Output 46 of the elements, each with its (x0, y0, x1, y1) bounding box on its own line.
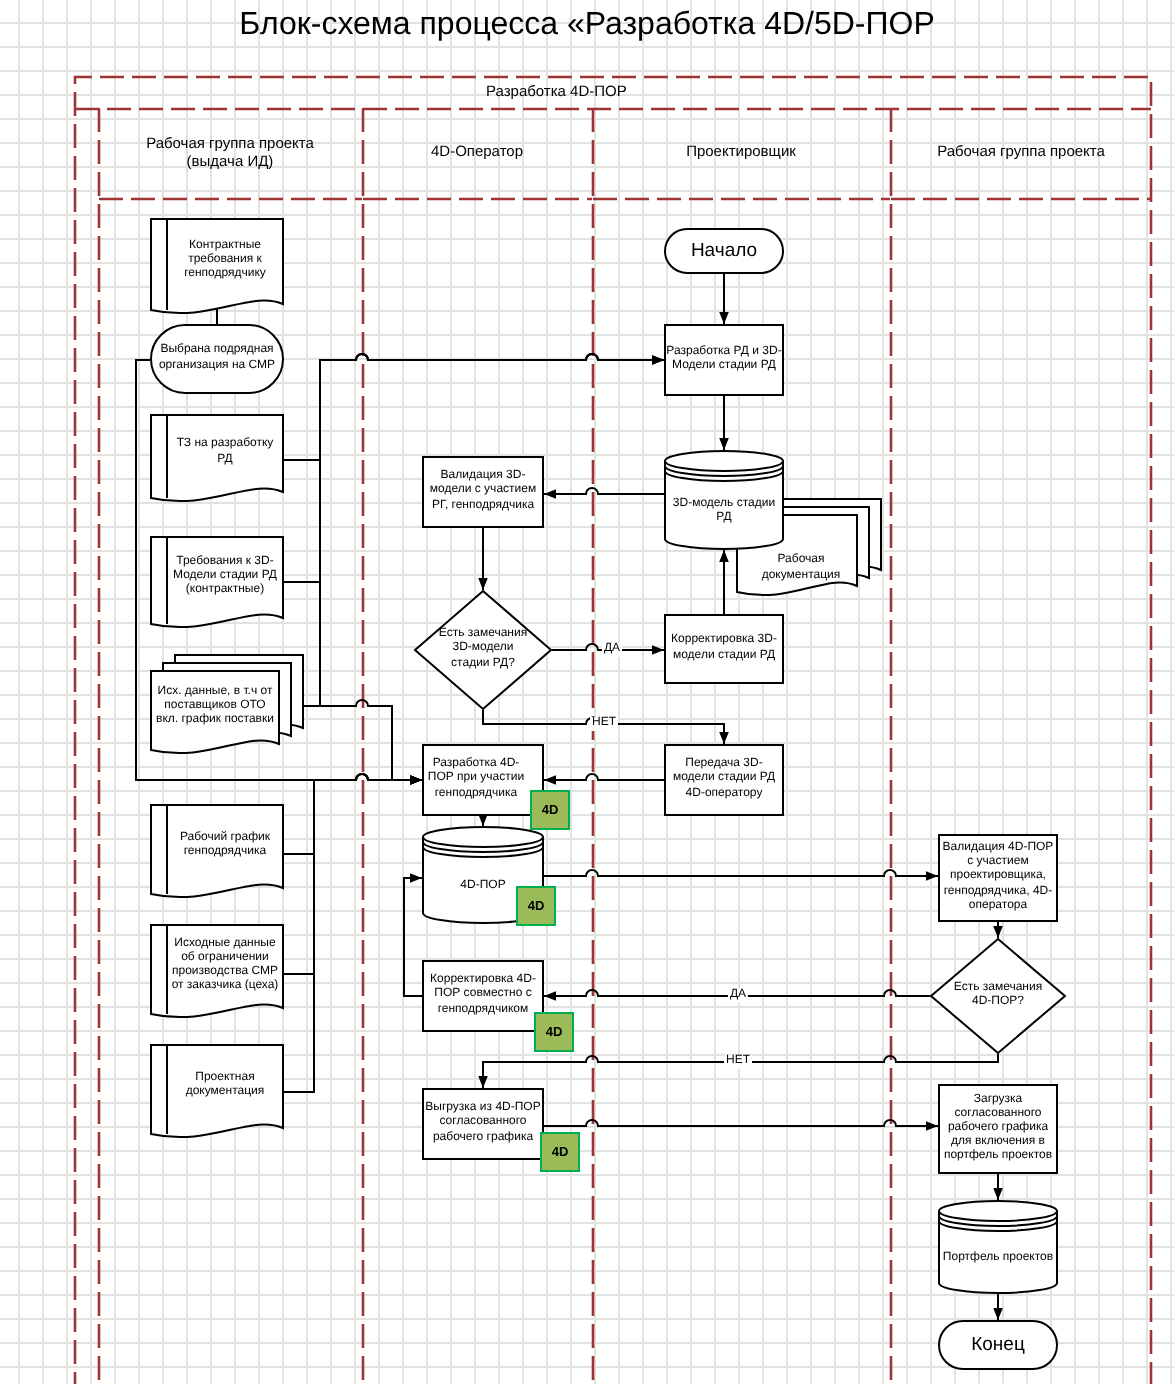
swimlane (592, 108, 890, 1384)
connector-arrow (993, 921, 1003, 939)
database-cylinder (664, 450, 784, 550)
terminator-shape (664, 228, 784, 274)
connector-arrow (551, 643, 665, 655)
connector-arrow (482, 709, 729, 745)
document-shape (150, 536, 284, 630)
document-shape (150, 218, 284, 316)
connector-line (216, 307, 218, 325)
connector-arrow (543, 1119, 939, 1131)
connector-arrow (993, 1293, 1003, 1321)
swimlane-pool (74, 76, 1152, 1384)
connector-arrow (719, 549, 729, 615)
decision-diamond (414, 590, 552, 710)
connector-arrow (543, 487, 665, 499)
connector-arrow (993, 1173, 1003, 1201)
swimlane (362, 108, 592, 1384)
connector-arrow (719, 273, 729, 325)
connector-arrow (478, 1053, 999, 1089)
terminator-shape (938, 1320, 1058, 1370)
process-step (664, 744, 784, 816)
terminator-label: Начало (690, 239, 758, 263)
process-step (422, 456, 544, 528)
swimlane (98, 108, 362, 1384)
connector-arrow (543, 773, 665, 785)
document-shape (150, 414, 284, 504)
connector-arrow (719, 395, 729, 451)
terminator-shape (150, 324, 284, 394)
connector-arrow (543, 869, 939, 881)
terminator-label: Конец (971, 1333, 1025, 1357)
process-step (664, 614, 784, 684)
document-shape (150, 924, 284, 1020)
decision-diamond (930, 938, 1066, 1054)
diagram-title: Блок-схема процесса «Разработка 4D/5D-ПОР (239, 6, 935, 46)
connector-arrow (478, 814, 488, 827)
swimlane (890, 108, 1152, 1384)
document-shape (150, 1044, 284, 1140)
process-step (664, 324, 784, 396)
connector-arrow (478, 527, 488, 591)
multi-document-shape (736, 498, 882, 598)
multi-document-shape (150, 654, 304, 756)
database-cylinder (938, 1200, 1058, 1294)
connector-arrow (283, 773, 423, 1093)
connector-arrow (543, 989, 931, 1001)
document-shape (150, 804, 284, 900)
connector-arrow (403, 873, 423, 997)
